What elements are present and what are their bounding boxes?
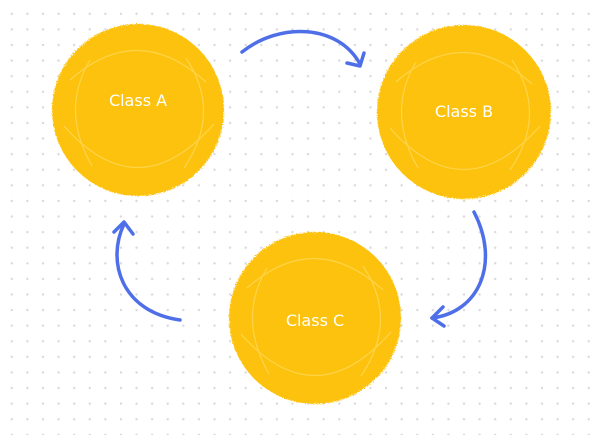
node-class-b[interactable]: Class B [377,25,551,199]
node-class-a-circle [52,24,224,196]
arrow-b-to-c-head [430,305,446,328]
node-class-c[interactable]: Class C [229,232,401,404]
arrow-c-to-a-head [112,220,135,236]
node-class-b-label: Class B [435,102,493,121]
arrow-b-to-c-curve [430,210,488,320]
node-class-b-scribble [389,52,541,171]
arrow-b-to-c [430,210,488,328]
arrow-c-to-a [112,220,182,322]
node-class-a-label: Class A [109,91,167,110]
node-class-a[interactable]: Class A [52,24,224,196]
arrow-c-to-a-curve [115,222,182,322]
node-class-a-scribble [63,50,215,169]
node-class-c-label: Class C [286,311,344,330]
arrow-a-to-b-curve [240,29,362,66]
arrow-a-to-b-head [345,51,366,68]
arrow-a-to-b [240,29,366,68]
node-class-c-scribble [240,258,392,377]
